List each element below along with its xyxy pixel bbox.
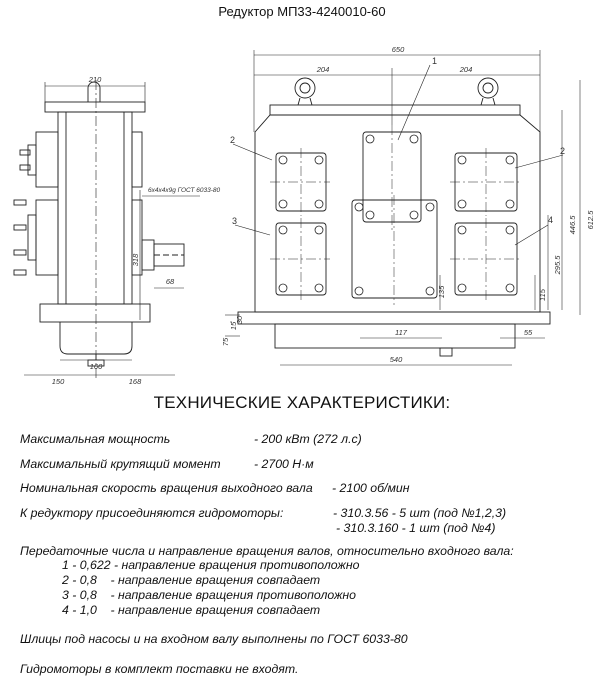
dim-front-h5: 135 <box>437 285 446 298</box>
dim-front-55: 55 <box>524 328 533 337</box>
dim-side-top: 210 <box>88 75 102 84</box>
dim-front-75: 75 <box>221 337 230 346</box>
torque-label: Максимальный крутящий момент <box>20 457 221 471</box>
ratio-line-2: 2 - 0,8 - направление вращения совпадает <box>62 573 321 587</box>
side-view <box>13 80 185 380</box>
dim-front-h2: 612.5 <box>586 210 595 230</box>
dim-side-height: 318 <box>131 253 140 266</box>
callout-3: 3 <box>232 216 237 226</box>
ratio-line-4: 4 - 1,0 - направление вращения совпадает <box>62 603 321 617</box>
dim-front-15: 15 <box>229 321 238 330</box>
dim-side-bottom-inner: 160 <box>90 362 103 371</box>
splines-note: Шлицы под насосы и на входном валу выпол… <box>20 632 408 646</box>
spline-label: 6x4x4x9g ГОСТ 6033-80 <box>148 187 221 194</box>
ratios-heading: Передаточные числа и направление вращени… <box>20 544 514 558</box>
ratio-line-3: 3 - 0,8 - направление вращения противопо… <box>62 588 357 602</box>
document-title: Редуктор МП33-4240010-60 <box>218 4 386 19</box>
power-label: Максимальная мощность <box>20 432 171 446</box>
dim-front-inner: 117 <box>395 328 408 337</box>
dim-front-overall: 650 <box>392 45 405 54</box>
dim-front-left: 204 <box>316 65 330 74</box>
speed-value: - 2100 об/мин <box>332 481 410 495</box>
speed-label: Номинальная скорость вращения выходного … <box>20 481 313 495</box>
side-dimensions <box>24 82 200 376</box>
dim-front-30: 30 <box>235 315 244 324</box>
dim-side-bottom-right: 168 <box>129 377 142 385</box>
power-value: - 200 кВт (272 л.с) <box>254 432 362 446</box>
torque-value: - 2700 Н·м <box>254 457 314 471</box>
delivery-note: Гидромоторы в комплект поставки не входя… <box>20 662 299 676</box>
motors-value-1: - 310.3.56 - 5 шт (под №1,2,3) <box>333 506 507 520</box>
centre-lines <box>270 125 522 305</box>
callout-1: 1 <box>432 56 437 66</box>
motors-label: К редуктору присоединяются гидромоторы: <box>20 506 284 520</box>
front-dimensions <box>225 50 581 366</box>
dim-front-right: 204 <box>459 65 473 74</box>
callout-2-left: 2 <box>230 135 235 145</box>
dim-front-h1: 446.5 <box>568 215 577 235</box>
callout-4: 4 <box>548 215 553 225</box>
bolt-heads <box>278 134 515 296</box>
technical-drawing: 210 160 150 168 318 68 6x4x4x9g ГОСТ 603… <box>13 45 595 385</box>
leader-lines <box>232 64 564 246</box>
dim-side-shaft: 68 <box>166 277 175 286</box>
dim-front-base: 540 <box>390 355 403 364</box>
ratio-line-1: 1 - 0,622 - направление вращения противо… <box>62 558 360 572</box>
motors-value-2: - 310.3.160 - 1 шт (под №4) <box>336 521 496 535</box>
dim-front-h4: 115 <box>538 288 547 301</box>
dim-front-h3: 295.5 <box>553 255 562 276</box>
specs-heading: ТЕХНИЧЕСКИЕ ХАРАКТЕРИСТИКИ: <box>153 393 451 412</box>
callout-2-right: 2 <box>560 146 565 156</box>
dim-side-bottom-left: 150 <box>52 377 65 385</box>
